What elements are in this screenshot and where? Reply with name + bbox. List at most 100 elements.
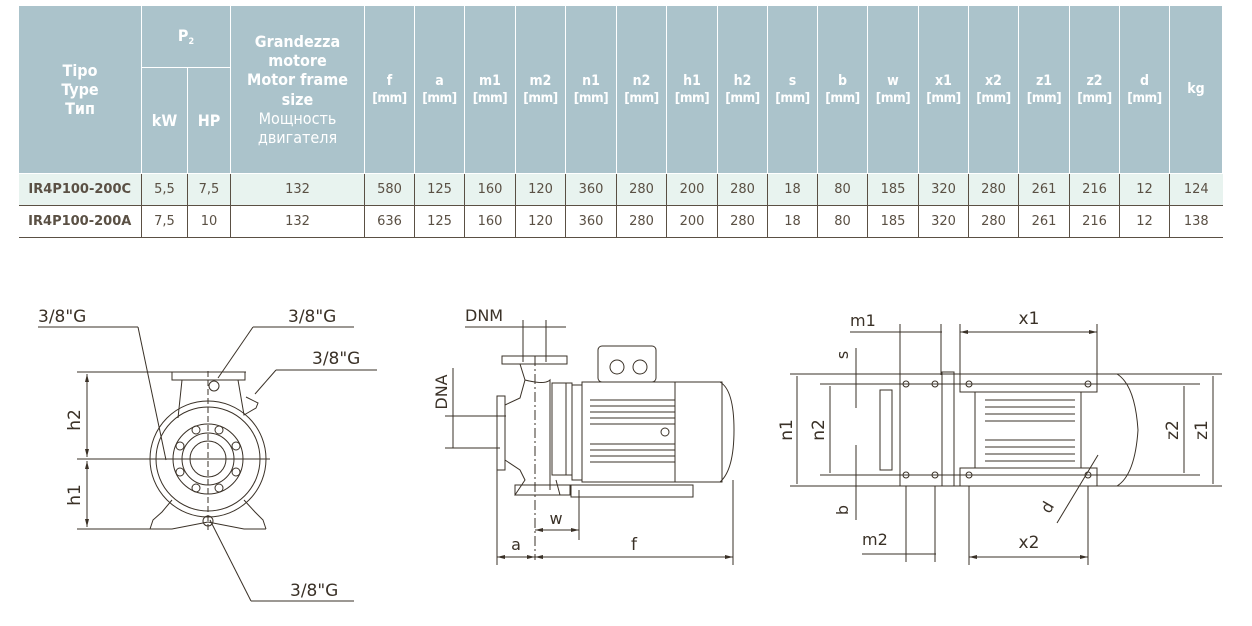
- col-b-header: b[mm]: [817, 5, 868, 174]
- dim-label-m2: m2: [862, 530, 888, 549]
- col-m1-header: m1[mm]: [464, 5, 516, 174]
- dim-cell-n2: 280: [616, 173, 667, 206]
- side-view-drawing: DNM DNA w a f: [432, 306, 735, 565]
- dim-cell-z2: 216: [1069, 205, 1120, 238]
- dim-cell-d: 12: [1119, 205, 1170, 238]
- dim-cell-s: 18: [767, 205, 818, 238]
- frame-header-line: двигателя: [257, 127, 338, 147]
- dim-cell-n1: 360: [565, 205, 617, 238]
- frame-header: Grandezza motore Motor frame size Мощнос…: [230, 5, 365, 174]
- dim-cell-h1: 200: [666, 205, 718, 238]
- dim-label-dnm: DNM: [465, 306, 503, 325]
- dim-label-z1: z1: [1192, 420, 1212, 440]
- callout-label-top-right: 3/8"G: [288, 307, 336, 327]
- col-name: b: [837, 73, 848, 89]
- dim-cell-n2: 280: [616, 205, 667, 238]
- dim-cell-m2: 120: [515, 173, 566, 206]
- col-kg-header: kg: [1169, 5, 1223, 174]
- col-unit: [mm]: [926, 89, 961, 106]
- col-name: n2: [632, 73, 651, 89]
- col-name: w: [887, 73, 899, 89]
- col-unit: [mm]: [825, 89, 860, 106]
- dim-cell-m1: 160: [464, 173, 516, 206]
- col-unit: [mm]: [875, 89, 911, 106]
- dim-label-m1: m1: [850, 311, 876, 330]
- dim-cell-f: 636: [364, 205, 415, 238]
- p2-label: P: [177, 25, 189, 45]
- col-unit: [mm]: [1026, 89, 1062, 106]
- dim-cell-x2: 280: [968, 205, 1019, 238]
- frame-header-line: Мощность: [258, 108, 337, 128]
- dim-label-z2: z2: [1163, 420, 1183, 440]
- dim-cell-x1: 320: [918, 173, 969, 206]
- motor-fins: [590, 399, 675, 463]
- dimension-table: Tipo Type Тип P2 Grandezza motore Motor …: [18, 5, 1223, 238]
- dim-cell-m2: 120: [515, 205, 566, 238]
- dim-cell-x2: 280: [968, 173, 1019, 206]
- dim-cell-z1: 261: [1018, 173, 1070, 206]
- dim-label-h2: h2: [65, 409, 85, 431]
- col-f-header: f[mm]: [364, 5, 415, 174]
- dim-label-x1: x1: [1019, 309, 1040, 329]
- col-name: m2: [529, 73, 552, 89]
- dim-label-b: b: [833, 505, 852, 515]
- dim-cell-h2: 280: [717, 173, 768, 206]
- col-name: s: [788, 73, 797, 89]
- type-header-en: Type: [61, 79, 99, 99]
- col-name: m1: [479, 73, 501, 89]
- dim-cell-w: 185: [867, 205, 919, 238]
- dim-cell-a: 125: [414, 173, 465, 206]
- frame-header-line: motore: [268, 51, 327, 71]
- col-unit: [mm]: [725, 89, 760, 106]
- callout-label-bottom: 3/8"G: [290, 581, 338, 601]
- frame-cell: 132: [230, 173, 365, 206]
- dim-cell-d: 12: [1119, 173, 1170, 206]
- type-header-it: Tipo: [62, 60, 98, 80]
- dim-label-n1: n1: [777, 419, 797, 441]
- type-cell: IR4P100-200A: [18, 205, 142, 238]
- col-unit: [mm]: [1127, 89, 1162, 106]
- col-name: h1: [683, 73, 701, 89]
- motor-fins-top: [985, 399, 1075, 462]
- kw-header: kW: [141, 67, 188, 174]
- col-d-header: d[mm]: [1119, 5, 1170, 174]
- type-header: Tipo Type Тип: [18, 5, 142, 174]
- col-name: x1: [935, 73, 952, 89]
- col-name: f: [386, 73, 393, 89]
- col-h2-header: h2[mm]: [717, 5, 768, 174]
- frame-header-line: size: [281, 89, 314, 109]
- col-name: h2: [733, 73, 752, 89]
- p2-subscript: 2: [188, 36, 195, 47]
- col-unit: [mm]: [1077, 89, 1112, 106]
- top-view-drawing: m1 x1 s n1 n2 z2 z1 b d m2 x2: [777, 309, 1222, 565]
- p2-header: P2: [141, 5, 231, 68]
- frame-header-line: Grandezza: [254, 31, 341, 51]
- dim-cell-h1: 200: [666, 173, 718, 206]
- col-unit: [mm]: [422, 89, 457, 106]
- dim-cell-z1: 261: [1018, 205, 1070, 238]
- col-s-header: s[mm]: [767, 5, 818, 174]
- dim-label-n2: n2: [809, 419, 829, 441]
- kg-cell: 138: [1169, 205, 1223, 238]
- col-unit: [mm]: [674, 89, 710, 106]
- dim-cell-a: 125: [414, 205, 465, 238]
- col-unit: [mm]: [775, 89, 810, 106]
- dim-cell-m1: 160: [464, 205, 516, 238]
- dim-cell-s: 18: [767, 173, 818, 206]
- type-header-ru: Тип: [65, 99, 95, 119]
- frame-header-line: Motor frame: [247, 70, 348, 90]
- dim-cell-n1: 360: [565, 173, 617, 206]
- dim-cell-f: 580: [364, 173, 415, 206]
- frame-cell: 132: [230, 205, 365, 238]
- col-unit: [mm]: [372, 89, 407, 106]
- col-w-header: w[mm]: [867, 5, 919, 174]
- col-n1-header: n1[mm]: [565, 5, 617, 174]
- dim-label-s: s: [833, 351, 852, 359]
- dim-label-d: d: [1036, 498, 1058, 516]
- flange-bolts: [175, 425, 241, 493]
- col-unit: [mm]: [624, 89, 659, 106]
- kw-cell: 5,5: [141, 173, 188, 206]
- dim-cell-z2: 216: [1069, 173, 1120, 206]
